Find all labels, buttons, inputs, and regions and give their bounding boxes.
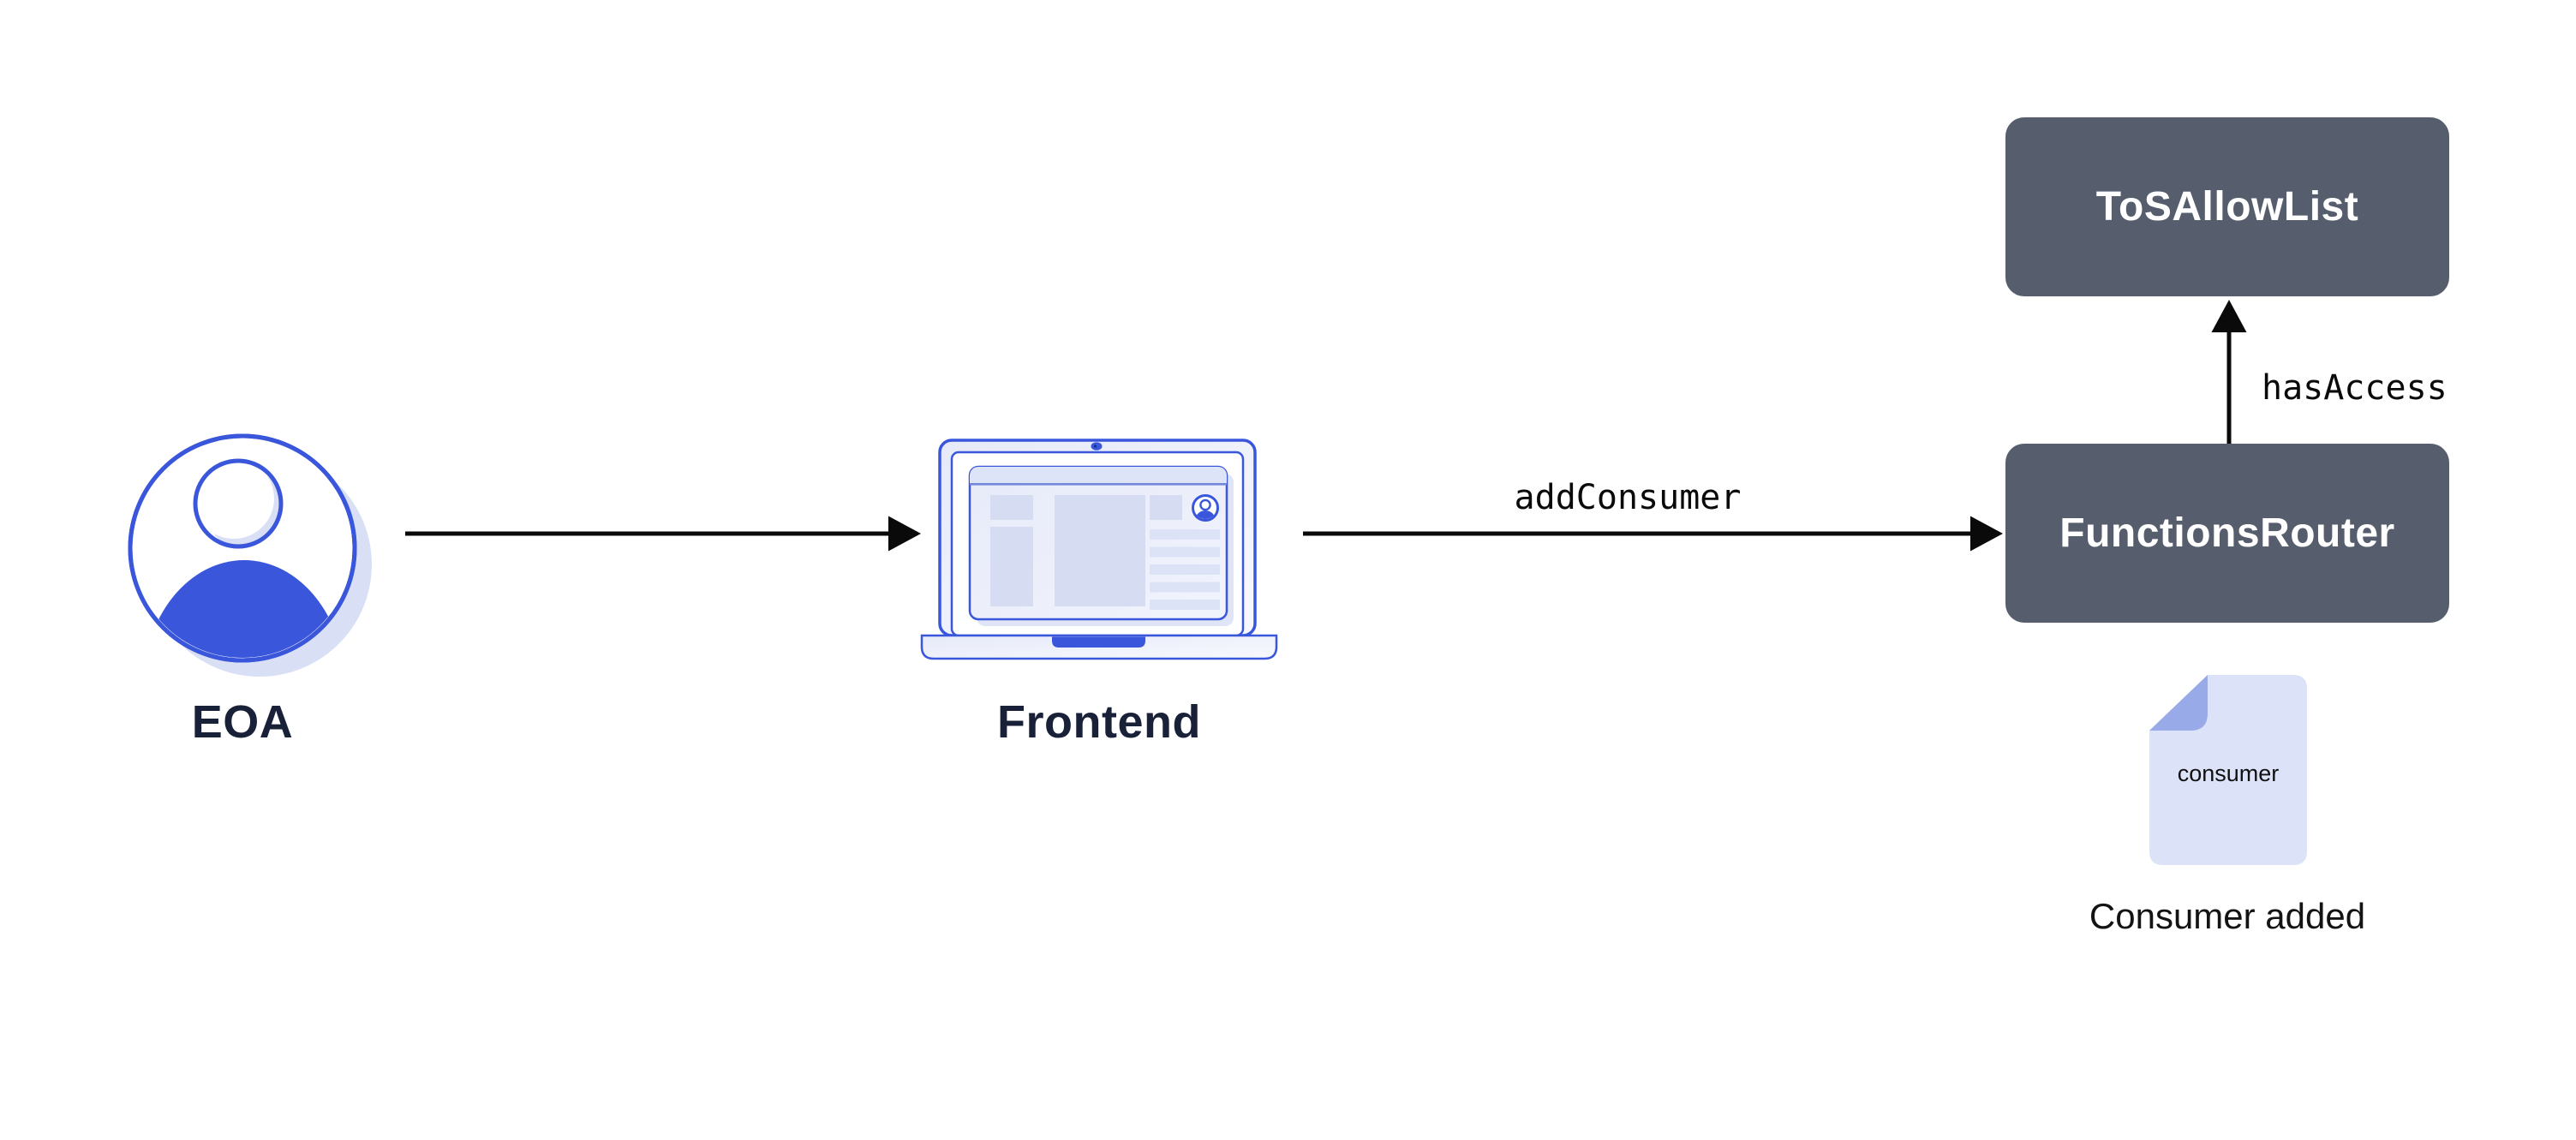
consumer-document-icon: consumer bbox=[2149, 675, 2307, 865]
arrow-eoa-to-frontend bbox=[405, 516, 921, 552]
document-fold-corner bbox=[2149, 675, 2208, 731]
add-consumer-edge-label: addConsumer bbox=[1514, 478, 1742, 517]
user-avatar-icon bbox=[128, 433, 372, 677]
functions-router-label: FunctionsRouter bbox=[2059, 510, 2395, 556]
browser-user-icon bbox=[1192, 494, 1219, 522]
functions-router-box: FunctionsRouter bbox=[2005, 444, 2449, 623]
eoa-label: EOA bbox=[191, 696, 294, 748]
arrow-frontend-to-functions-router bbox=[1303, 516, 2003, 552]
document-file-label: consumer bbox=[2178, 761, 2280, 786]
arrow-functions-router-to-tos-allow-list bbox=[2211, 300, 2247, 444]
tos-allow-list-label: ToSAllowList bbox=[2095, 184, 2359, 230]
laptop-icon bbox=[920, 439, 1278, 660]
avatar-head bbox=[196, 462, 280, 546]
frontend-label: Frontend bbox=[997, 696, 1201, 748]
consumer-added-caption: Consumer added bbox=[2089, 896, 2366, 936]
tos-allow-list-box: ToSAllowList bbox=[2005, 117, 2449, 296]
browser-top-bar bbox=[970, 467, 1227, 484]
browser-window bbox=[968, 465, 1228, 621]
avatar-shoulders bbox=[143, 560, 345, 658]
has-access-edge-label: hasAccess bbox=[2262, 368, 2447, 408]
laptop-base-notch bbox=[1052, 636, 1145, 648]
